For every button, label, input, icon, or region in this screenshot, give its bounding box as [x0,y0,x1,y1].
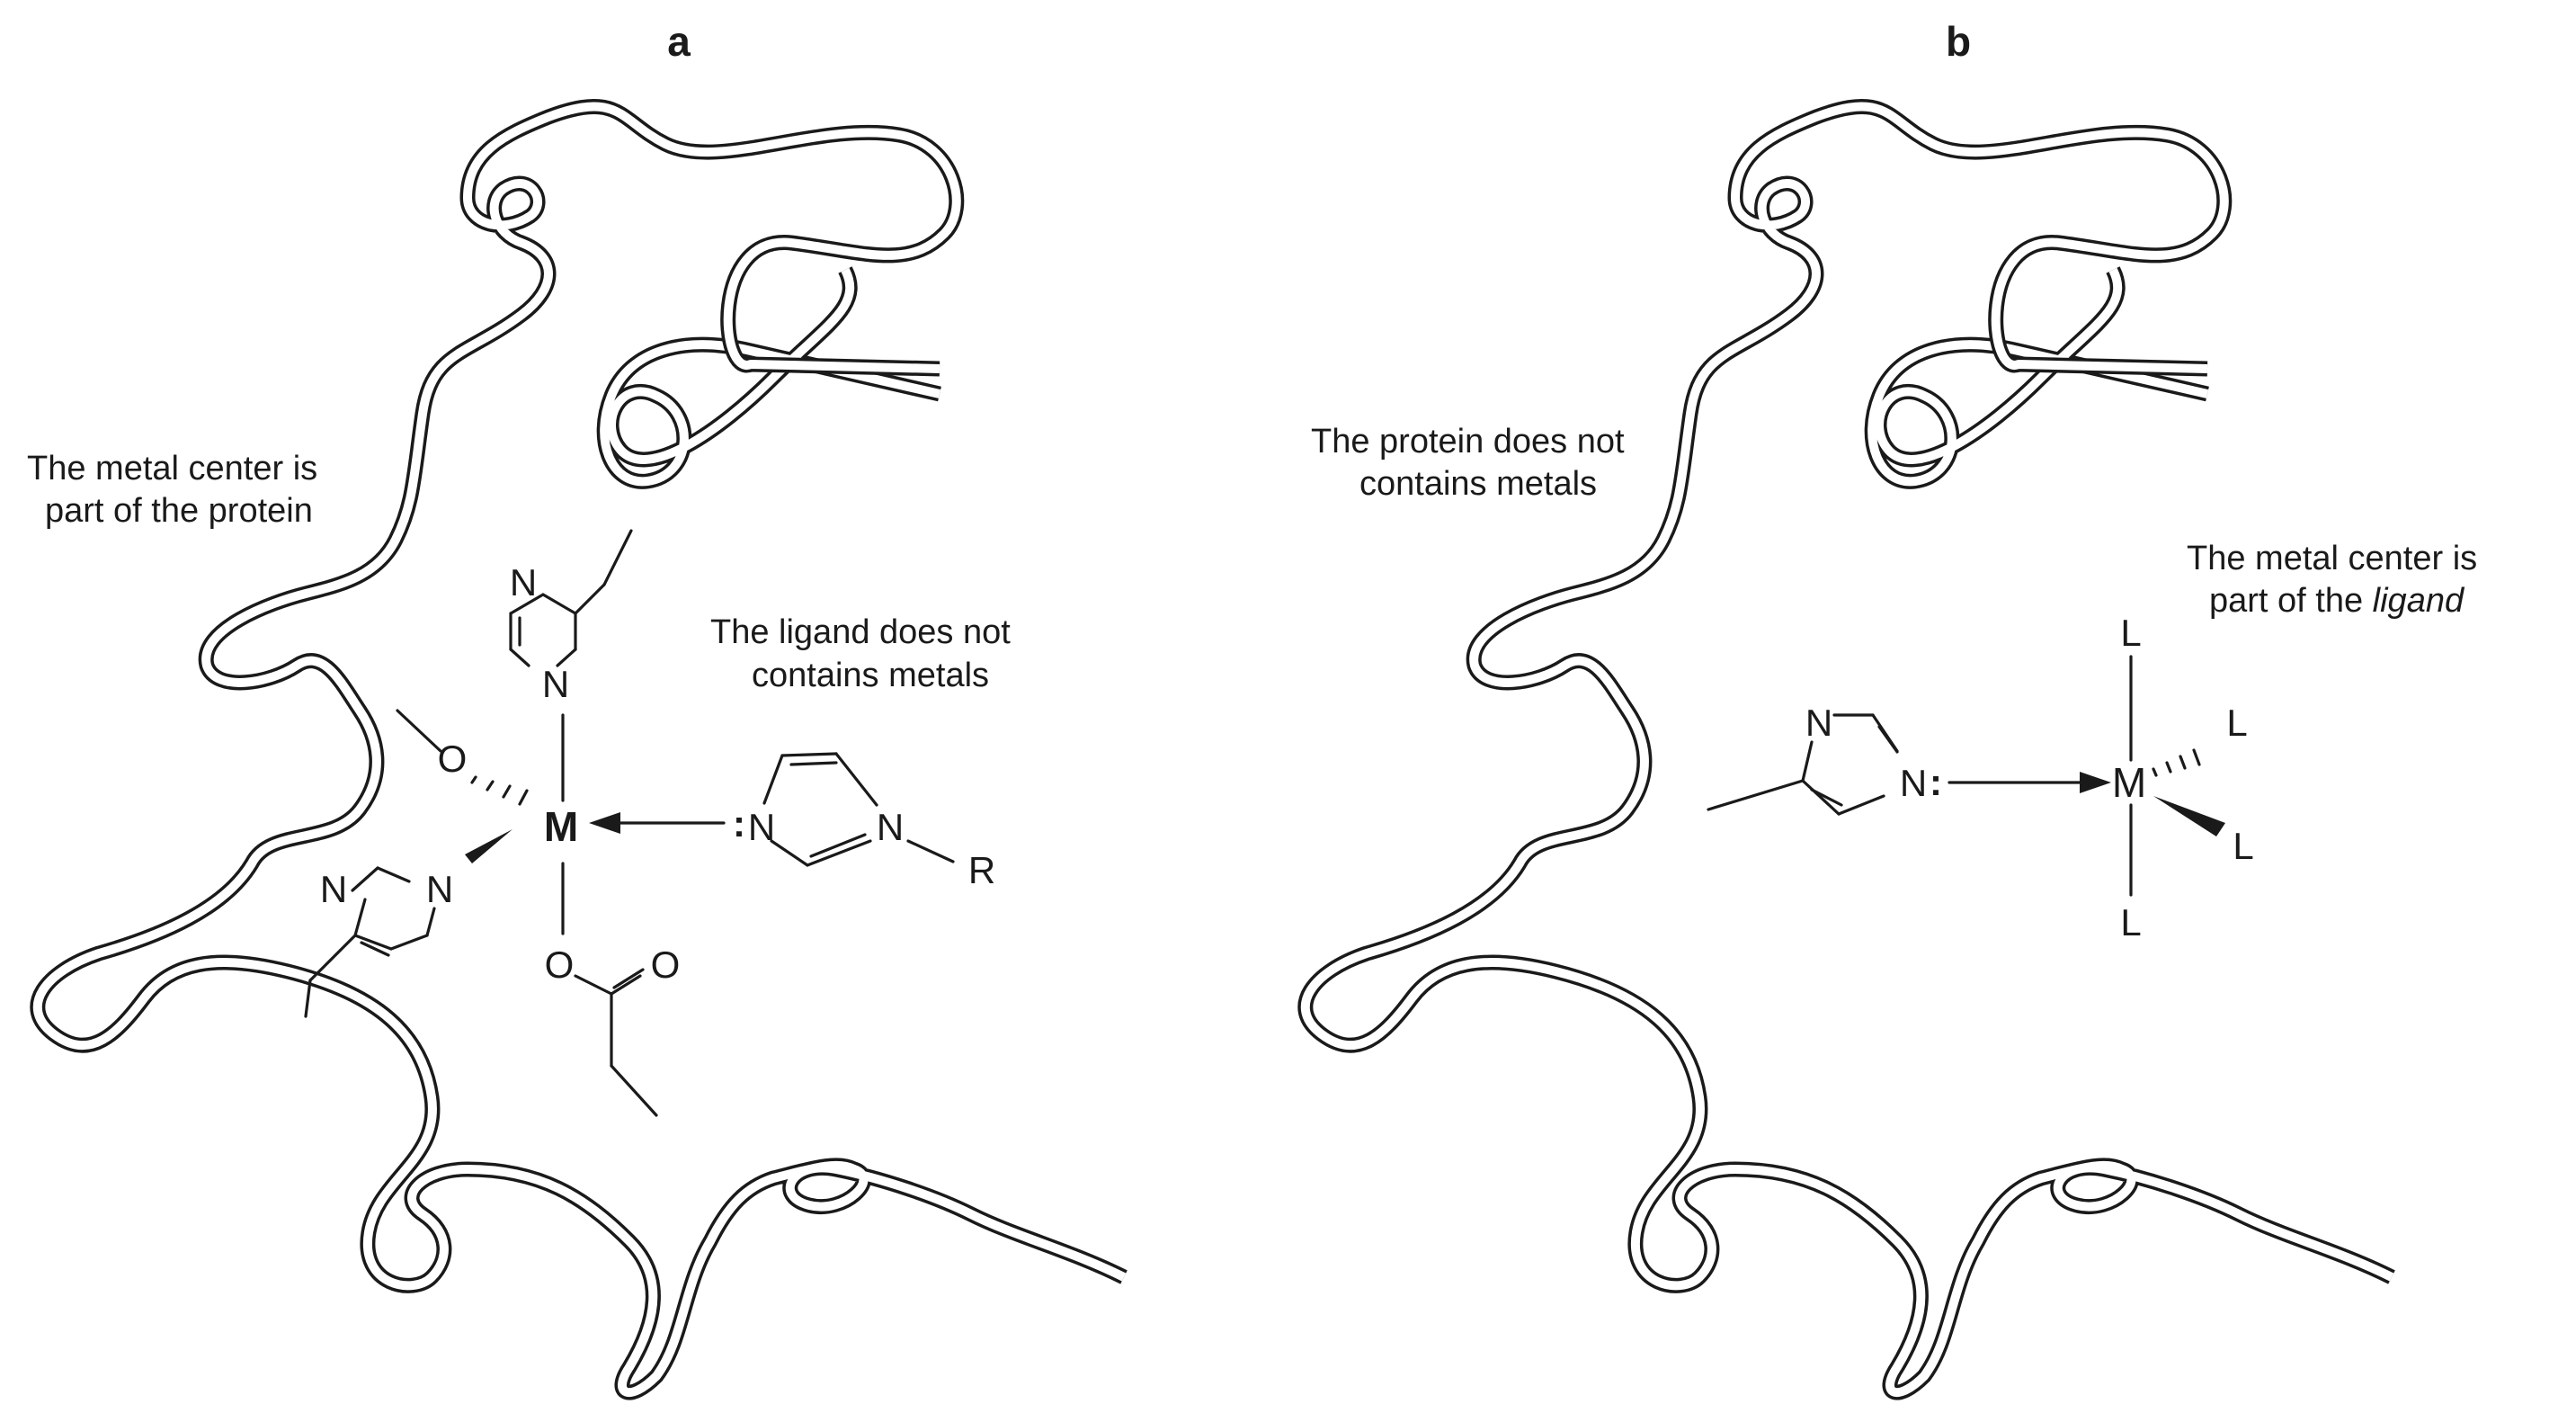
panel-b-protein-backbone [1297,98,2395,1400]
arrow-head-n-to-metal-b [2080,772,2111,793]
atom-n-b-1: N [1805,702,1832,744]
hashed-bond-m-l-b [2152,748,2201,777]
wedge-bond-imidazole-m [465,829,513,863]
atom-r-group: R [968,849,995,891]
atom-n-b-2: N [1900,762,1927,804]
atom-n-ligand-2: N [877,806,904,848]
metal-m-a: M [544,803,578,850]
panel-a: a The metal center is part of the protei… [27,18,1128,1400]
panel-a-letter: a [667,18,691,65]
ligand-l-bottom: L [2120,901,2141,944]
atom-n-ligand-1: N [748,806,775,848]
atom-n-lower-1: N [320,868,347,910]
panel-b-caption-protein-line2: contains metals [1359,465,1597,503]
panel-b-caption-metal-line2: part of the ligand [2209,582,2465,620]
lone-pair-b: : [1930,761,1942,803]
panel-b-caption-metal-line1: The metal center is [2187,540,2477,577]
atom-n-lower-2: N [426,868,453,910]
atom-n-upper-2: N [542,663,569,705]
panel-a-protein-backbone [30,98,1128,1400]
panel-a-caption-metal-line2: part of the protein [45,492,313,530]
ligand-l-top: L [2120,612,2141,654]
panel-a-caption-ligand-line2: contains metals [752,657,989,694]
panel-b-caption-metal-line2-italic: ligand [2373,582,2465,620]
ligand-l-hashed: L [2226,702,2247,744]
metal-m-b: M [2112,759,2146,806]
atom-o-carboxylate-2: O [651,944,681,986]
atom-o-carboxylate-1: O [545,944,575,986]
arrow-head-ligand-to-metal [589,812,620,834]
atom-o-hydroxyl: O [438,738,468,780]
lone-pair-a: : [733,802,745,845]
panel-b-caption-protein-line1: The protein does not [1311,423,1625,461]
panel-b-bonds [1707,655,2225,897]
panel-a-bonds [304,529,955,1117]
hashed-bond-o-m [470,775,529,806]
panel-b-letter: b [1946,18,1971,65]
panel-a-caption-metal-line1: The metal center is [27,450,317,487]
panel-b-caption-metal-line2-plain: part of the [2209,582,2373,620]
wedge-bond-m-l-b [2153,796,2225,836]
ligand-l-wedge: L [2233,825,2253,867]
panel-a-caption-ligand-line1: The ligand does not [710,613,1011,651]
atom-n-upper-1: N [510,561,537,604]
panel-b: b The protein does not contains metals T… [1297,18,2477,1400]
